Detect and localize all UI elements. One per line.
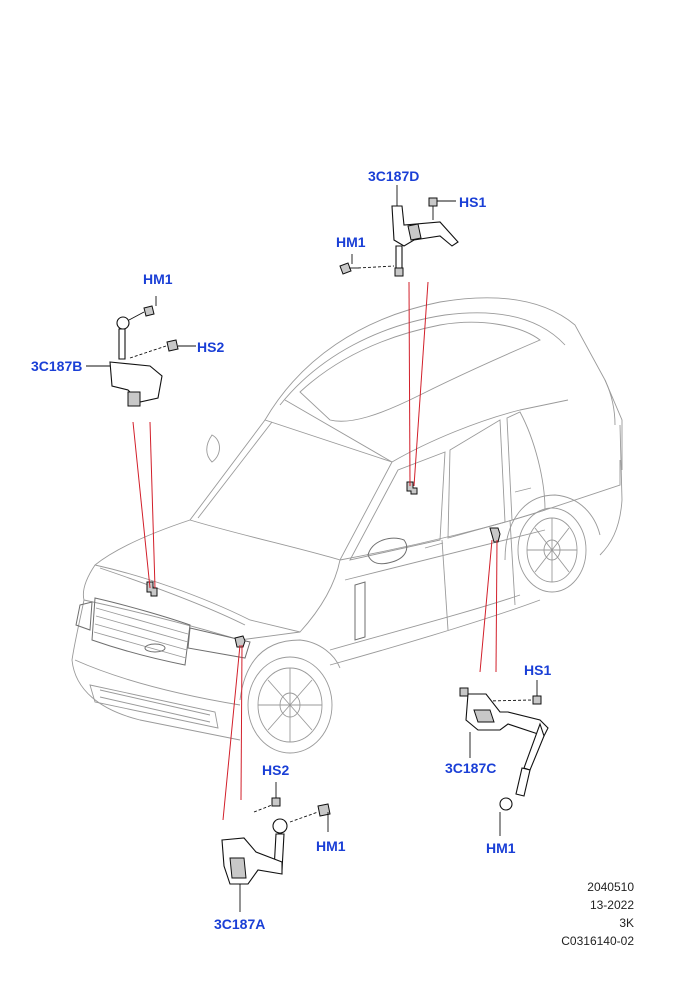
- mount-marker-front-right: [234, 635, 246, 648]
- callout-3c187d[interactable]: 3C187D: [368, 168, 420, 184]
- link-lines: [132, 281, 498, 821]
- illustration-date: 13-2022: [589, 898, 634, 912]
- callout-hs1-c[interactable]: HS1: [524, 662, 552, 678]
- callout-hm1-c[interactable]: HM1: [486, 840, 516, 856]
- callout-hs2-b[interactable]: HS2: [197, 339, 225, 355]
- callout-hs2-a[interactable]: HS2: [262, 762, 290, 778]
- callout-hm1-b[interactable]: HM1: [143, 271, 173, 287]
- illustration-number: 2040510: [587, 880, 634, 894]
- vehicle-outline: [71, 297, 623, 754]
- callout-3c187c[interactable]: 3C187C: [445, 760, 497, 776]
- sensor-3c187a-assembly: [221, 782, 331, 912]
- sensor-3c187d-assembly: [339, 185, 459, 277]
- mount-marker-front-left: [146, 581, 158, 597]
- callout-hs1-d[interactable]: HS1: [459, 194, 487, 210]
- mount-marker-rear-left: [406, 481, 418, 495]
- callout-3c187a[interactable]: 3C187A: [214, 916, 266, 932]
- callout-hm1-d[interactable]: HM1: [336, 234, 366, 250]
- illustration-reference: C0316140-02: [561, 934, 634, 948]
- callout-hm1-a[interactable]: HM1: [316, 838, 346, 854]
- mount-marker-rear-right: [489, 527, 501, 543]
- callout-3c187b[interactable]: 3C187B: [31, 358, 83, 374]
- sensor-3c187b-assembly: [86, 296, 196, 407]
- sensor-3c187c-assembly: [459, 680, 549, 836]
- illustration-code: 3K: [619, 916, 634, 930]
